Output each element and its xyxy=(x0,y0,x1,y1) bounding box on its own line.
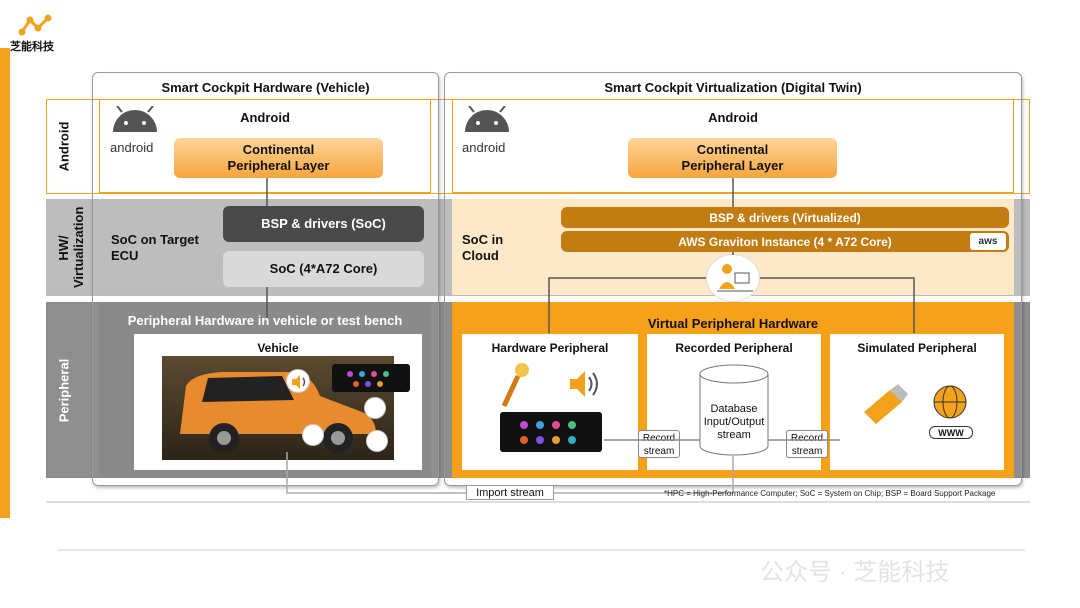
left-soc-core-box: SoC (4*A72 Core) xyxy=(223,251,424,287)
android-robot-icon-right: android xyxy=(462,105,512,155)
vehicle-photo xyxy=(162,356,394,460)
vehicle-mic-icon xyxy=(302,424,324,446)
record-stream-box-2: Record stream xyxy=(786,430,828,458)
record-stream-box-1: Record stream xyxy=(638,430,680,458)
usb-stick-icon xyxy=(860,382,910,426)
right-graviton-box: AWS Graviton Instance (4 * A72 Core) xyxy=(561,231,1009,252)
side-accent-bar xyxy=(0,48,10,518)
right-android-title: Android xyxy=(708,110,758,125)
display-screen-icon xyxy=(500,412,602,452)
row-label-peripheral: Peripheral xyxy=(56,358,72,422)
footnote: *HPC = High-Performance Computer; SoC = … xyxy=(664,489,996,498)
vehicle-globe-icon xyxy=(366,430,388,452)
row-label-android: Android xyxy=(56,121,72,172)
left-panel-title: Smart Cockpit Hardware (Vehicle) xyxy=(161,80,370,95)
watermark: 公众号 · 芝能科技 xyxy=(760,559,950,586)
company-logo: 芝能科技 xyxy=(10,12,60,53)
virtual-peripheral-title: Virtual Peripheral Hardware xyxy=(647,316,819,331)
database-icon xyxy=(698,364,770,456)
simulated-peripheral-title: Simulated Peripheral xyxy=(857,341,977,355)
speaker-icon xyxy=(566,366,602,402)
www-label: WWW xyxy=(929,426,973,439)
android-robot-icon: android xyxy=(110,105,160,155)
left-peripheral-title: Peripheral Hardware in vehicle or test b… xyxy=(127,313,403,328)
vehicle-display-icon xyxy=(332,364,410,392)
globe-icon xyxy=(930,384,970,424)
hardware-peripheral-title: Hardware Peripheral xyxy=(491,341,609,355)
molecule-logo-icon xyxy=(18,14,52,36)
aws-logo: aws xyxy=(970,233,1006,250)
right-peripheral-layer: Continental Peripheral Layer xyxy=(628,138,837,178)
vehicle-usb-icon xyxy=(364,397,386,419)
developer-icon xyxy=(706,254,760,302)
left-android-title: Android xyxy=(240,110,290,125)
right-panel-title: Smart Cockpit Virtualization (Digital Tw… xyxy=(604,80,862,95)
right-soc-label: SoC in Cloud xyxy=(462,232,504,263)
database-label: Database Input/Output stream xyxy=(703,403,765,441)
left-soc-label: SoC on Target ECU xyxy=(111,232,199,263)
vehicle-title: Vehicle xyxy=(257,341,299,355)
simulated-peripheral-card xyxy=(830,334,1004,470)
left-peripheral-layer: Continental Peripheral Layer xyxy=(174,138,383,178)
vehicle-speaker-icon xyxy=(286,369,310,393)
logo-text: 芝能科技 xyxy=(10,41,54,53)
vehicle-hardware-panel xyxy=(92,72,439,486)
recorded-peripheral-title: Recorded Peripheral xyxy=(675,341,793,355)
left-bsp-box: BSP & drivers (SoC) xyxy=(223,206,424,242)
import-stream-box: Import stream xyxy=(466,485,554,500)
android-logo-text: android xyxy=(110,140,154,155)
android-logo-text-right: android xyxy=(462,140,506,155)
microphone-icon xyxy=(498,362,532,410)
row-label-hwvirt: HW/ Virtualization xyxy=(56,206,86,288)
right-bsp-box: BSP & drivers (Virtualized) xyxy=(561,207,1009,228)
